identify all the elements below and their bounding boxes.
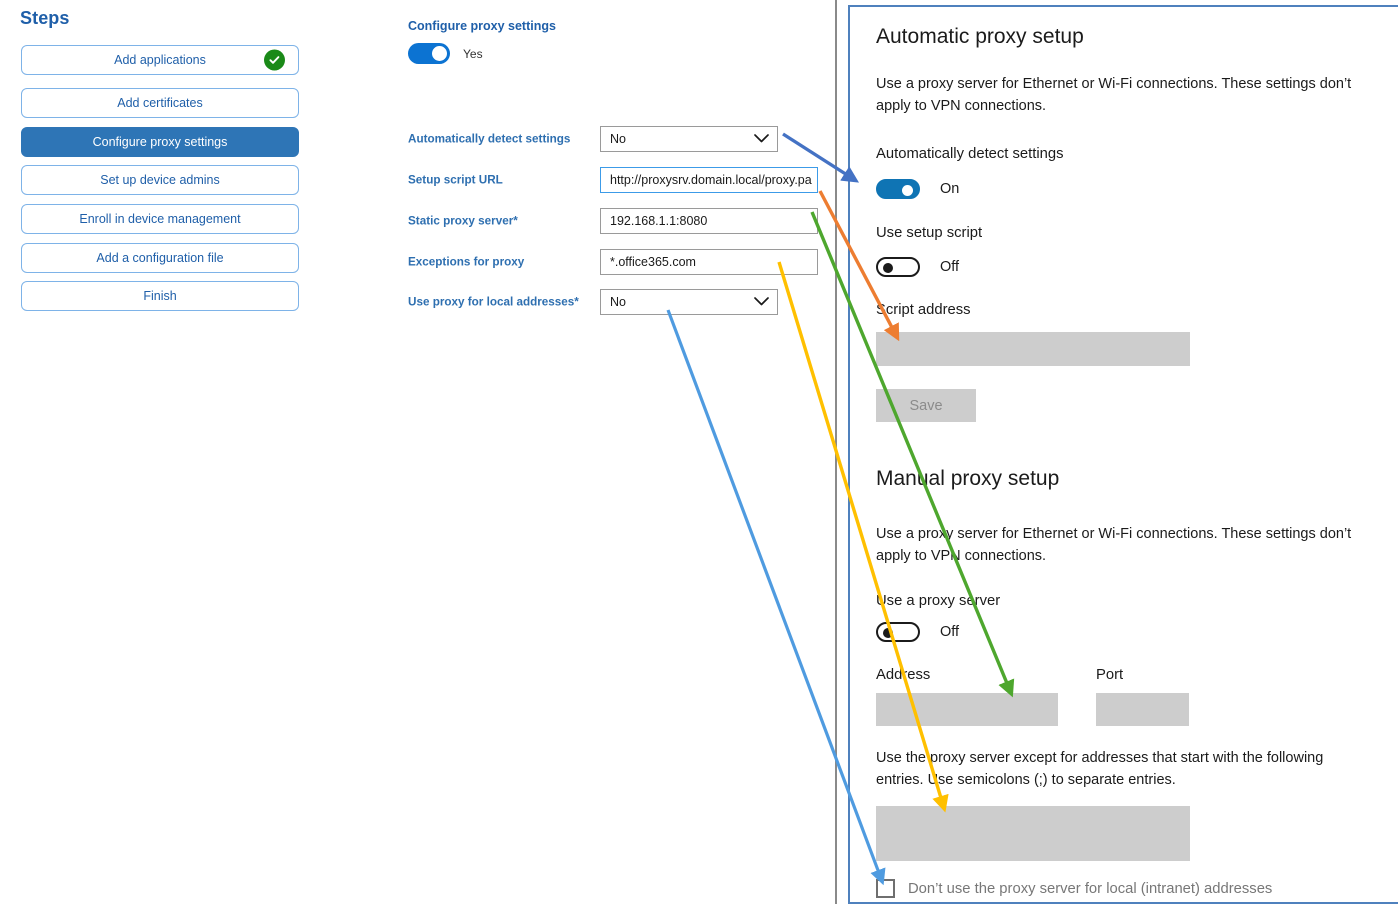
step-button-add-a-configuration-file[interactable]: Add a configuration file	[21, 243, 299, 273]
field-label: Use proxy for local addresses*	[408, 295, 579, 309]
toggle-knob	[432, 46, 447, 61]
exceptions-description: Use the proxy server except for addresse…	[876, 750, 1324, 788]
step-button-enroll-in-device-management[interactable]: Enroll in device management	[21, 204, 299, 234]
proxy-form-panel: Configure proxy settings Yes Automatical…	[340, 0, 836, 904]
field-row-use-proxy-for-local-addresses: Use proxy for local addresses* No	[340, 289, 836, 315]
field-row-setup-script-url: Setup script URL http://proxysrv.domain.…	[340, 167, 836, 193]
use-a-proxy-server-label: Use a proxy server	[876, 593, 1001, 609]
bypass-local-addresses-label: Don’t use the proxy server for local (in…	[908, 880, 1273, 897]
field-label: Static proxy server*	[408, 214, 518, 228]
use-setup-script-label: Use setup script	[876, 225, 983, 241]
input-value: 192.168.1.1:8080	[610, 214, 708, 228]
field-row-static-proxy-server: Static proxy server* 192.168.1.1:8080	[340, 208, 836, 234]
form-title: Configure proxy settings	[408, 19, 556, 33]
toggle-knob	[883, 628, 893, 638]
automatic-proxy-setup-heading: Automatic proxy setup	[876, 25, 1084, 48]
step-button-finish[interactable]: Finish	[21, 281, 299, 311]
step-button-add-certificates[interactable]: Add certificates	[21, 88, 299, 118]
use-a-proxy-server-state: Off	[940, 624, 960, 640]
use-setup-script-toggle[interactable]	[876, 257, 920, 277]
configure-proxy-toggle-label: Yes	[463, 46, 483, 61]
step-button-add-applications[interactable]: Add applications	[21, 45, 299, 75]
automatically-detect-settings-state: On	[940, 181, 960, 197]
field-row-exceptions-for-proxy: Exceptions for proxy *.office365.com	[340, 249, 836, 275]
automatically-detect-settings-select[interactable]: No	[600, 126, 778, 152]
use-setup-script-toggle-row[interactable]: Off	[876, 257, 959, 277]
use-setup-script-state: Off	[940, 259, 960, 275]
address-input[interactable]	[876, 693, 1058, 726]
script-address-input[interactable]	[876, 332, 1190, 366]
automatically-detect-settings-toggle[interactable]	[876, 179, 920, 199]
automatically-detect-settings-label: Automatically detect settings	[876, 146, 1064, 162]
use-a-proxy-server-toggle[interactable]	[876, 622, 920, 642]
toggle-knob	[883, 263, 893, 273]
step-label: Add a configuration file	[96, 251, 224, 265]
manual-proxy-setup-description: Use a proxy server for Ethernet or Wi-Fi…	[876, 526, 1352, 564]
input-value: http://proxysrv.domain.local/proxy.pa	[610, 173, 812, 187]
steps-panel-title: Steps	[20, 8, 70, 28]
step-button-set-up-device-admins[interactable]: Set up device admins	[21, 165, 299, 195]
check-circle-icon	[264, 49, 285, 71]
input-value: *.office365.com	[610, 255, 696, 269]
port-label: Port	[1096, 667, 1124, 683]
setup-script-url-input[interactable]: http://proxysrv.domain.local/proxy.pa	[600, 167, 818, 193]
manual-proxy-setup-heading: Manual proxy setup	[876, 467, 1060, 490]
automatic-proxy-setup-description: Use a proxy server for Ethernet or Wi-Fi…	[876, 76, 1352, 114]
steps-panel: Steps Add applications Add certificates …	[0, 0, 340, 904]
checkbox-icon[interactable]	[876, 879, 895, 898]
address-label: Address	[876, 667, 931, 683]
chevron-down-icon	[754, 295, 769, 309]
chevron-down-icon	[754, 132, 769, 146]
configure-proxy-toggle[interactable]	[408, 43, 450, 64]
field-row-automatically-detect-settings: Automatically detect settings No	[340, 126, 836, 152]
exceptions-input[interactable]	[876, 806, 1190, 861]
toggle-knob	[902, 185, 913, 196]
step-label: Add certificates	[117, 96, 203, 110]
step-label: Add applications	[114, 53, 206, 67]
step-button-configure-proxy-settings[interactable]: Configure proxy settings	[21, 127, 299, 157]
field-label: Setup script URL	[408, 173, 503, 187]
save-button[interactable]: Save	[876, 389, 976, 422]
port-input[interactable]	[1096, 693, 1189, 726]
exceptions-for-proxy-input[interactable]: *.office365.com	[600, 249, 818, 275]
static-proxy-server-input[interactable]: 192.168.1.1:8080	[600, 208, 818, 234]
panel-divider	[835, 0, 837, 904]
automatically-detect-settings-toggle-row[interactable]: On	[876, 179, 959, 199]
field-label: Exceptions for proxy	[408, 255, 525, 269]
step-label: Set up device admins	[100, 173, 220, 187]
step-label: Finish	[143, 289, 177, 303]
select-value: No	[610, 295, 626, 309]
script-address-label: Script address	[876, 302, 971, 318]
step-label: Enroll in device management	[79, 212, 241, 226]
select-value: No	[610, 132, 626, 146]
use-a-proxy-server-toggle-row[interactable]: Off	[876, 622, 959, 642]
bypass-local-addresses-row[interactable]: Don’t use the proxy server for local (in…	[876, 879, 1272, 898]
windows-proxy-settings-panel: Automatic proxy setup Use a proxy server…	[848, 5, 1398, 904]
use-proxy-for-local-addresses-select[interactable]: No	[600, 289, 778, 315]
configure-proxy-toggle-row[interactable]: Yes	[408, 43, 483, 64]
step-label: Configure proxy settings	[92, 135, 228, 149]
field-label: Automatically detect settings	[408, 132, 571, 146]
